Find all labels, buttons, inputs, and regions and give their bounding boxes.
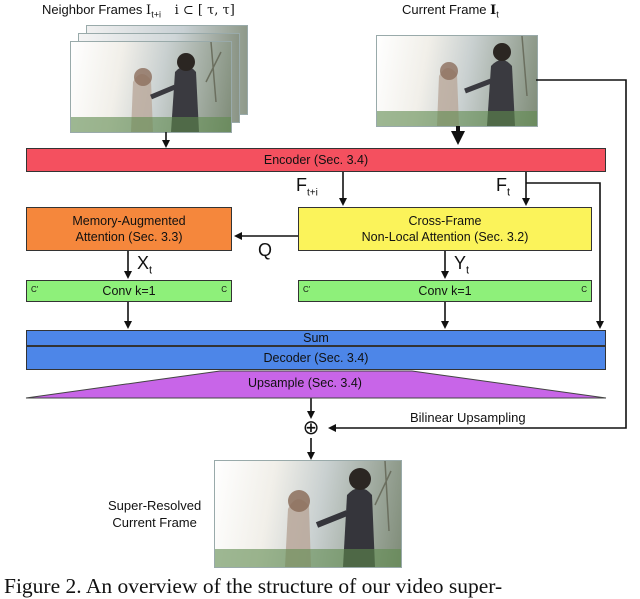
f-current-label: Ft (496, 175, 511, 199)
x-label: Xt (137, 253, 153, 277)
arrow-bilinear-bypass (328, 79, 627, 432)
figure-caption: Figure 2. An overview of the structure o… (4, 574, 503, 598)
conv-right-block: C' Conv k=1 C (298, 280, 592, 302)
upsample-shape (25, 370, 607, 399)
f-neighbor-label: Ft+i (296, 175, 318, 199)
conv-right-corner-l: C' (303, 285, 311, 294)
current-frame-label: Current Frame It (402, 2, 499, 20)
upsample-label: Upsample (Sec. 3.4) (248, 376, 362, 390)
current-frame-image (376, 35, 538, 127)
neighbor-photo-scene (71, 42, 231, 132)
decoder-block: Decoder (Sec. 3.4) (26, 346, 606, 370)
bilinear-upsampling-label: Bilinear Upsampling (410, 410, 526, 425)
encoder-block: Encoder (Sec. 3.4) (26, 148, 606, 172)
output-label: Super-Resolved Current Frame (108, 498, 202, 530)
cross-frame-attention-block: Cross-Frame Non-Local Attention (Sec. 3.… (298, 207, 592, 251)
neighbor-frames-label: Neighbor Frames It+i i ⊂ [ τ, τ] (42, 2, 235, 20)
conv-right-corner-r: C (581, 285, 587, 294)
y-label: Yt (454, 253, 470, 277)
current-photo-scene (377, 36, 537, 126)
conv-left-block: C' Conv k=1 C (26, 280, 232, 302)
super-resolved-frame-image (214, 460, 402, 568)
conv-left-corner-l: C' (31, 285, 39, 294)
sum-block: Sum (26, 330, 606, 346)
memory-augmented-attention-block: Memory-Augmented Attention (Sec. 3.3) (26, 207, 232, 251)
query-label: Q (258, 240, 273, 260)
neighbor-frame-image-front (70, 41, 232, 133)
plus-operator: ⊕ (302, 415, 320, 439)
arrow-f-current-to-sum (526, 182, 604, 329)
conv-left-corner-r: C (221, 285, 227, 294)
output-photo-scene (215, 461, 401, 567)
